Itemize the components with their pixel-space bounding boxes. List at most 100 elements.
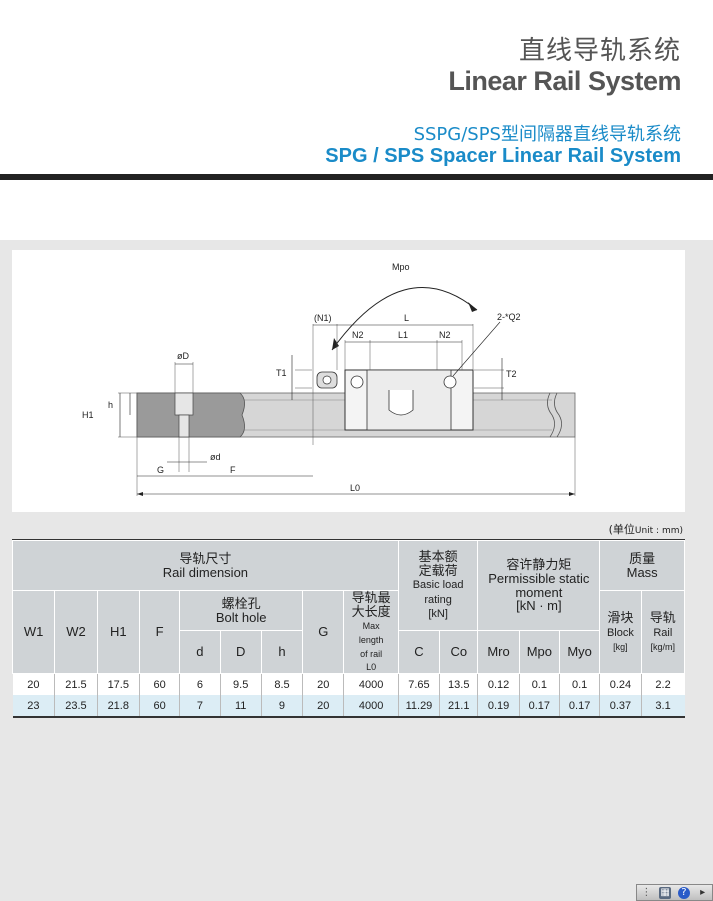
title-cn: 直线导轨系统: [518, 36, 681, 66]
cell: 23.5: [54, 695, 98, 719]
group-rail-cn: 导轨尺寸: [179, 550, 232, 566]
cell: 3.1: [640, 695, 685, 719]
cell: 21.1: [439, 695, 478, 719]
cell: 20: [12, 673, 55, 696]
col-co: Co: [439, 630, 479, 674]
label-n1: (N1): [314, 313, 332, 323]
group-mass-cn: 质量: [629, 550, 656, 566]
col-w1: W1: [11, 590, 56, 674]
maxlen-sym: L0: [366, 662, 377, 673]
label-f: F: [230, 465, 236, 475]
label-q2: 2-*Q2: [497, 312, 521, 322]
cell: 60: [138, 695, 180, 719]
cell: 0.37: [599, 695, 642, 719]
help-icon[interactable]: ?: [677, 886, 690, 899]
cell: 17.5: [96, 673, 140, 696]
group-load-en: Basic load rating: [412, 579, 464, 606]
label-od-top: øD: [177, 351, 189, 361]
unit-en: Unit : mm): [634, 526, 683, 536]
cell: 11: [219, 695, 262, 719]
group-load-cn: 基本额 定载荷: [418, 549, 458, 578]
table-row: 20 21.5 17.5 60 6 9.5 8.5 20 4000 7.65 1…: [12, 673, 685, 696]
cell: 11.29: [397, 695, 440, 719]
grip-icon[interactable]: ⋮: [641, 886, 652, 898]
cell: 9.5: [219, 673, 262, 696]
maxlen-en: Max length of rail: [358, 621, 384, 659]
cell: 0.19: [477, 695, 520, 719]
label-t2: T2: [506, 369, 517, 379]
cell: 21.5: [54, 673, 98, 696]
col-D: D: [219, 630, 262, 674]
cell: 0.24: [599, 673, 642, 696]
cell: 0.17: [518, 695, 560, 719]
label-n2-right: N2: [439, 330, 451, 340]
cell: 20: [302, 673, 344, 696]
cell: 0.1: [518, 673, 560, 696]
maxlen-cn: 导轨最 大长度: [351, 590, 391, 619]
subtitle-cn: SSPG/SPS型间隔器直线导轨系统: [413, 124, 681, 145]
block-unit: [kg]: [613, 642, 628, 653]
unit-note: (单位Unit : mm): [609, 521, 683, 537]
rail-diagram: Mpo (N1) L N2 L1 N2 2-*Q2 T1 T2 øD: [82, 262, 576, 496]
group-mass-en: Mass: [626, 564, 658, 580]
label-l0: L0: [350, 483, 360, 493]
col-mro: Mro: [477, 630, 520, 674]
technical-drawing: Mpo (N1) L N2 L1 N2 2-*Q2 T1 T2 øD: [12, 250, 685, 512]
label-l: L: [404, 313, 409, 323]
col-c: C: [397, 630, 441, 674]
bolt-cn: 螺栓孔: [221, 595, 261, 611]
col-d: d: [179, 630, 221, 674]
col-w2: W2: [54, 590, 98, 674]
unit-cn: (单位: [608, 523, 635, 536]
subtitle-en: SPG / SPS Spacer Linear Rail System: [325, 145, 681, 167]
cell: 7.65: [397, 673, 440, 696]
cell: 9: [260, 695, 303, 719]
mount-hole-left: [350, 375, 364, 389]
cell: 7: [179, 695, 221, 719]
group-load-unit: [kN]: [428, 608, 448, 621]
label-n2-left: N2: [352, 330, 364, 340]
header-divider: [0, 174, 713, 180]
block-cn: 滑块: [607, 610, 634, 625]
rail-en: Rail: [653, 626, 673, 639]
label-h: h: [108, 400, 113, 410]
label-l1: L1: [398, 330, 408, 340]
label-t1: T1: [276, 368, 287, 378]
col-g: G: [302, 590, 345, 674]
system-tray: ⋮ ▦ ? ▸: [636, 884, 713, 901]
cell: 0.1: [558, 673, 600, 696]
group-moment-unit: [kN · m]: [516, 598, 562, 614]
bolt-hole-counterbore: [174, 392, 194, 416]
label-od-small: ød: [210, 452, 221, 462]
bolt-en: Bolt hole: [215, 609, 267, 625]
col-myo: Myo: [558, 630, 601, 674]
cell: 2.2: [640, 673, 685, 696]
group-rail-en: Rail dimension: [162, 564, 249, 580]
cell: 20: [302, 695, 344, 719]
bolt-hole: [178, 414, 190, 438]
expand-icon[interactable]: ▸: [700, 886, 706, 898]
cell: 21.8: [96, 695, 140, 719]
cell: 4000: [343, 695, 399, 719]
col-h: h: [260, 630, 304, 674]
table-row: 23 23.5 21.8 60 7 11 9 20 4000 11.29 21.…: [12, 695, 685, 719]
title-en: Linear Rail System: [448, 66, 681, 96]
col-f: F: [138, 590, 181, 674]
keyboard-icon[interactable]: ▦: [659, 886, 672, 899]
page-header: 直线导轨系统 Linear Rail System SSPG/SPS型间隔器直线…: [0, 0, 713, 180]
group-moment-cn: 容许静力矩: [506, 557, 572, 573]
cell: 0.12: [477, 673, 520, 696]
mount-hole-right: [443, 375, 457, 389]
col-mpo: Mpo: [518, 630, 560, 674]
rail-unit: [kg/m]: [650, 642, 676, 653]
block-en: Block: [606, 626, 634, 639]
